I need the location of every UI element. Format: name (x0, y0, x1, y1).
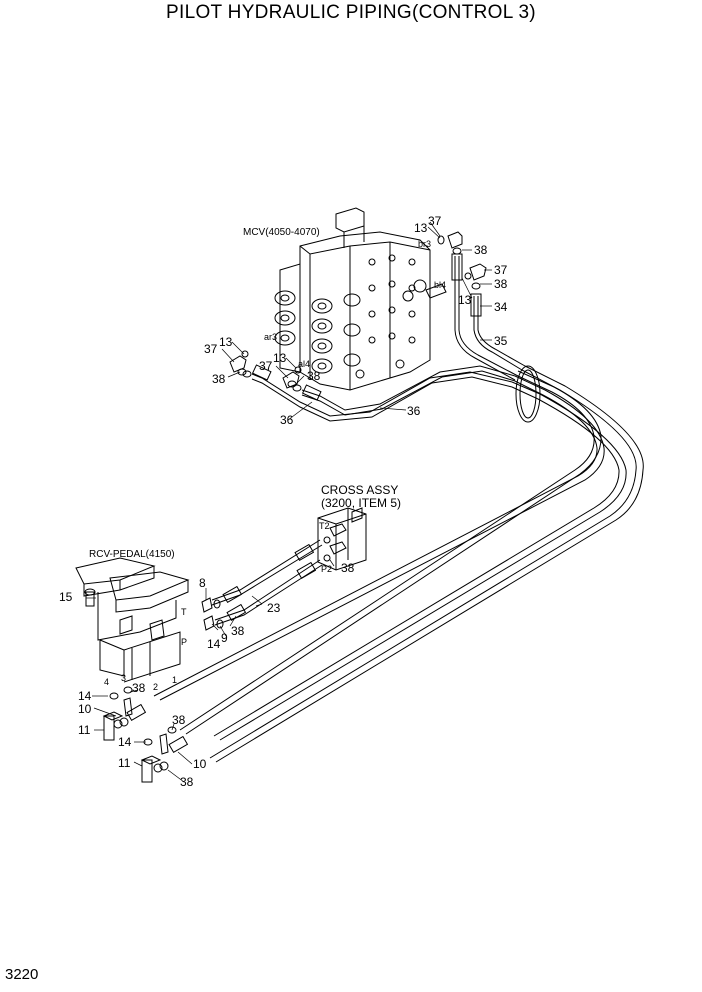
part-13-ar3: 13 (219, 335, 233, 349)
mcv-bolt-holes (355, 254, 427, 379)
part-38-mid: 38 (172, 713, 186, 727)
port-2: 2 (153, 682, 158, 692)
screw-15 (84, 588, 96, 607)
part-37-bl4: 37 (494, 263, 508, 277)
page-title: PILOT HYDRAULIC PIPING(CONTROL 3) (166, 2, 536, 23)
mcv-label: MCV(4050-4070) (243, 227, 320, 238)
fitting-ar3 (229, 350, 252, 378)
part-36-left: 36 (280, 413, 294, 427)
part-38-port3: 38 (132, 681, 146, 695)
leader-lines (86, 221, 492, 783)
part-23: 23 (267, 601, 281, 615)
port-br3: br3 (418, 239, 431, 249)
rcv-pedal (75, 557, 190, 683)
port-t: T (181, 607, 187, 617)
part-38-ar3: 38 (212, 372, 226, 386)
part-8: 8 (199, 576, 206, 590)
port-3: 3 (121, 673, 126, 683)
port-1: 1 (172, 675, 177, 685)
part-36-right: 36 (407, 404, 421, 418)
port-ar3: ar3 (264, 332, 277, 342)
page-number: 3220 (5, 966, 39, 983)
port-4: 4 (104, 677, 109, 687)
part-38-br3: 38 (474, 243, 488, 257)
port-t2: T2 (319, 521, 330, 531)
port-p: P (181, 637, 187, 647)
part-10-left: 10 (78, 702, 92, 716)
part-13-bl4: 13 (458, 293, 472, 307)
part-14-lower: 14 (118, 735, 132, 749)
part-38-pedal-hose: 38 (231, 624, 245, 638)
fitting-br3 (437, 231, 463, 255)
long-hose-bundle (153, 365, 644, 763)
part-38-bl4: 38 (494, 277, 508, 291)
part-34: 34 (494, 300, 508, 314)
hose-35 (451, 253, 526, 381)
part-37-al4: 37 (259, 359, 273, 373)
cross-assy-label-line1: CROSS ASSY (321, 483, 398, 497)
mcv-spools (274, 290, 361, 374)
part-14-left: 14 (78, 689, 92, 703)
part-13-br3: 13 (414, 221, 428, 235)
part-38-lower: 38 (180, 775, 194, 789)
pedal-fittings (102, 686, 189, 783)
part-35: 35 (494, 334, 508, 348)
part-11-lower: 11 (118, 756, 131, 770)
port-al4: al4 (298, 359, 310, 369)
port-p2: P2 (321, 564, 332, 574)
cross-assy (317, 507, 367, 571)
part-38-cross: 38 (341, 561, 355, 575)
part-15: 15 (59, 590, 73, 604)
hose-23 (201, 539, 323, 631)
port-bl4: bl4 (434, 280, 446, 290)
part-37-br3: 37 (428, 214, 442, 228)
fitting-bl4 (425, 263, 487, 299)
part-13-al4: 13 (273, 351, 287, 365)
part-10-lower: 10 (193, 757, 207, 771)
part-9: 9 (221, 631, 228, 645)
rcv-pedal-label: RCV-PEDAL(4150) (89, 549, 175, 560)
part-14-upper: 14 (207, 637, 221, 651)
hose-36 (251, 364, 516, 422)
cross-assy-label-line2: (3200, ITEM 5) (321, 496, 401, 510)
part-37-ar3: 37 (204, 342, 218, 356)
part-11-upper: 11 (78, 723, 91, 737)
part-38-al4: 38 (307, 369, 321, 383)
